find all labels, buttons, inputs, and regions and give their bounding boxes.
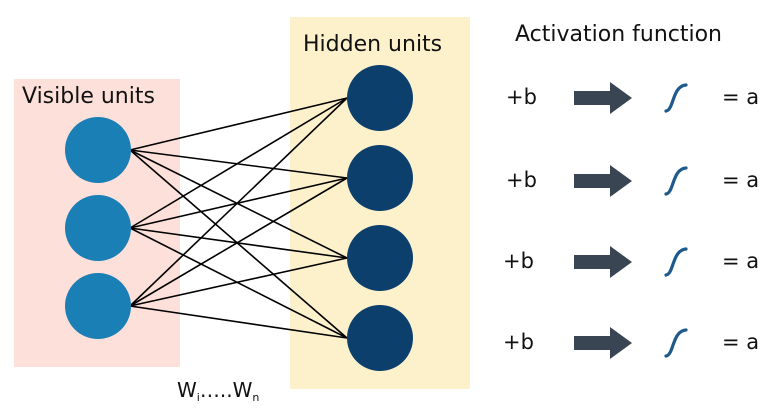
connection-line	[129, 227, 348, 259]
connection-line	[129, 97, 348, 229]
activation-result-label: = a	[722, 249, 760, 273]
weights-first-subscript: i	[196, 391, 200, 404]
connection-line	[129, 149, 348, 339]
bias-label: +b	[506, 85, 537, 109]
activation-result-label: = a	[722, 168, 760, 192]
hidden-units-group	[347, 65, 413, 371]
sigmoid-curve-icon	[664, 83, 688, 113]
hidden-unit	[347, 225, 413, 291]
weights-prefix-last: W	[232, 378, 253, 402]
visible-units-group	[65, 117, 131, 339]
activation-function-title: Activation function	[515, 22, 723, 47]
activation-result-label: = a	[722, 330, 760, 354]
weights-prefix: W	[177, 378, 197, 402]
bias-label: +b	[506, 168, 537, 192]
weights-dots: …..	[199, 378, 233, 402]
connection-line	[129, 177, 348, 307]
connection-line	[129, 149, 348, 259]
weight-connections	[129, 97, 348, 339]
hidden-unit	[347, 65, 413, 131]
connection-line	[129, 97, 348, 307]
right-arrow-icon	[574, 82, 632, 114]
hidden-unit	[347, 145, 413, 211]
bias-label: +b	[503, 330, 534, 354]
connection-line	[129, 305, 348, 339]
connection-line	[129, 257, 348, 307]
activation-result-label: = a	[722, 85, 760, 109]
right-arrow-icon	[574, 246, 632, 278]
visible-units-title: Visible units	[22, 84, 155, 109]
activation-marks-group	[574, 82, 688, 359]
connection-line	[129, 97, 348, 151]
visible-unit	[65, 273, 131, 339]
visible-unit	[65, 117, 131, 183]
hidden-units-title: Hidden units	[303, 32, 443, 57]
connection-line	[129, 149, 348, 179]
connection-line	[129, 227, 348, 339]
sigmoid-curve-icon	[664, 166, 688, 196]
right-arrow-icon	[574, 327, 632, 359]
bias-label: +b	[503, 249, 534, 273]
weights-last-subscript: n	[252, 391, 260, 404]
sigmoid-curve-icon	[664, 328, 688, 358]
hidden-unit	[347, 305, 413, 371]
right-arrow-icon	[574, 165, 632, 197]
sigmoid-curve-icon	[664, 247, 688, 277]
visible-unit	[65, 195, 131, 261]
weights-label: Wi…..Wn	[177, 378, 259, 404]
